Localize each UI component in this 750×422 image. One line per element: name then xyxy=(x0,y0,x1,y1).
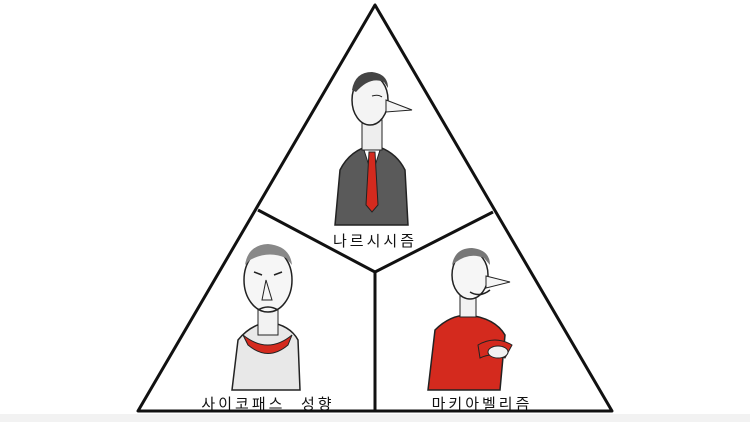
triangle-outline xyxy=(136,3,614,413)
section-label-narcissism: 나르시시즘 xyxy=(332,232,418,250)
bottom-border xyxy=(0,414,750,422)
section-label-machiavellianism: 마키아벨리즘 xyxy=(431,395,533,413)
machiavellian-figure xyxy=(427,248,513,391)
section-label-psychopathy: 사이코패스 성향 xyxy=(201,395,335,413)
narcissist-figure xyxy=(334,72,413,226)
psychopath-figure xyxy=(231,244,301,391)
